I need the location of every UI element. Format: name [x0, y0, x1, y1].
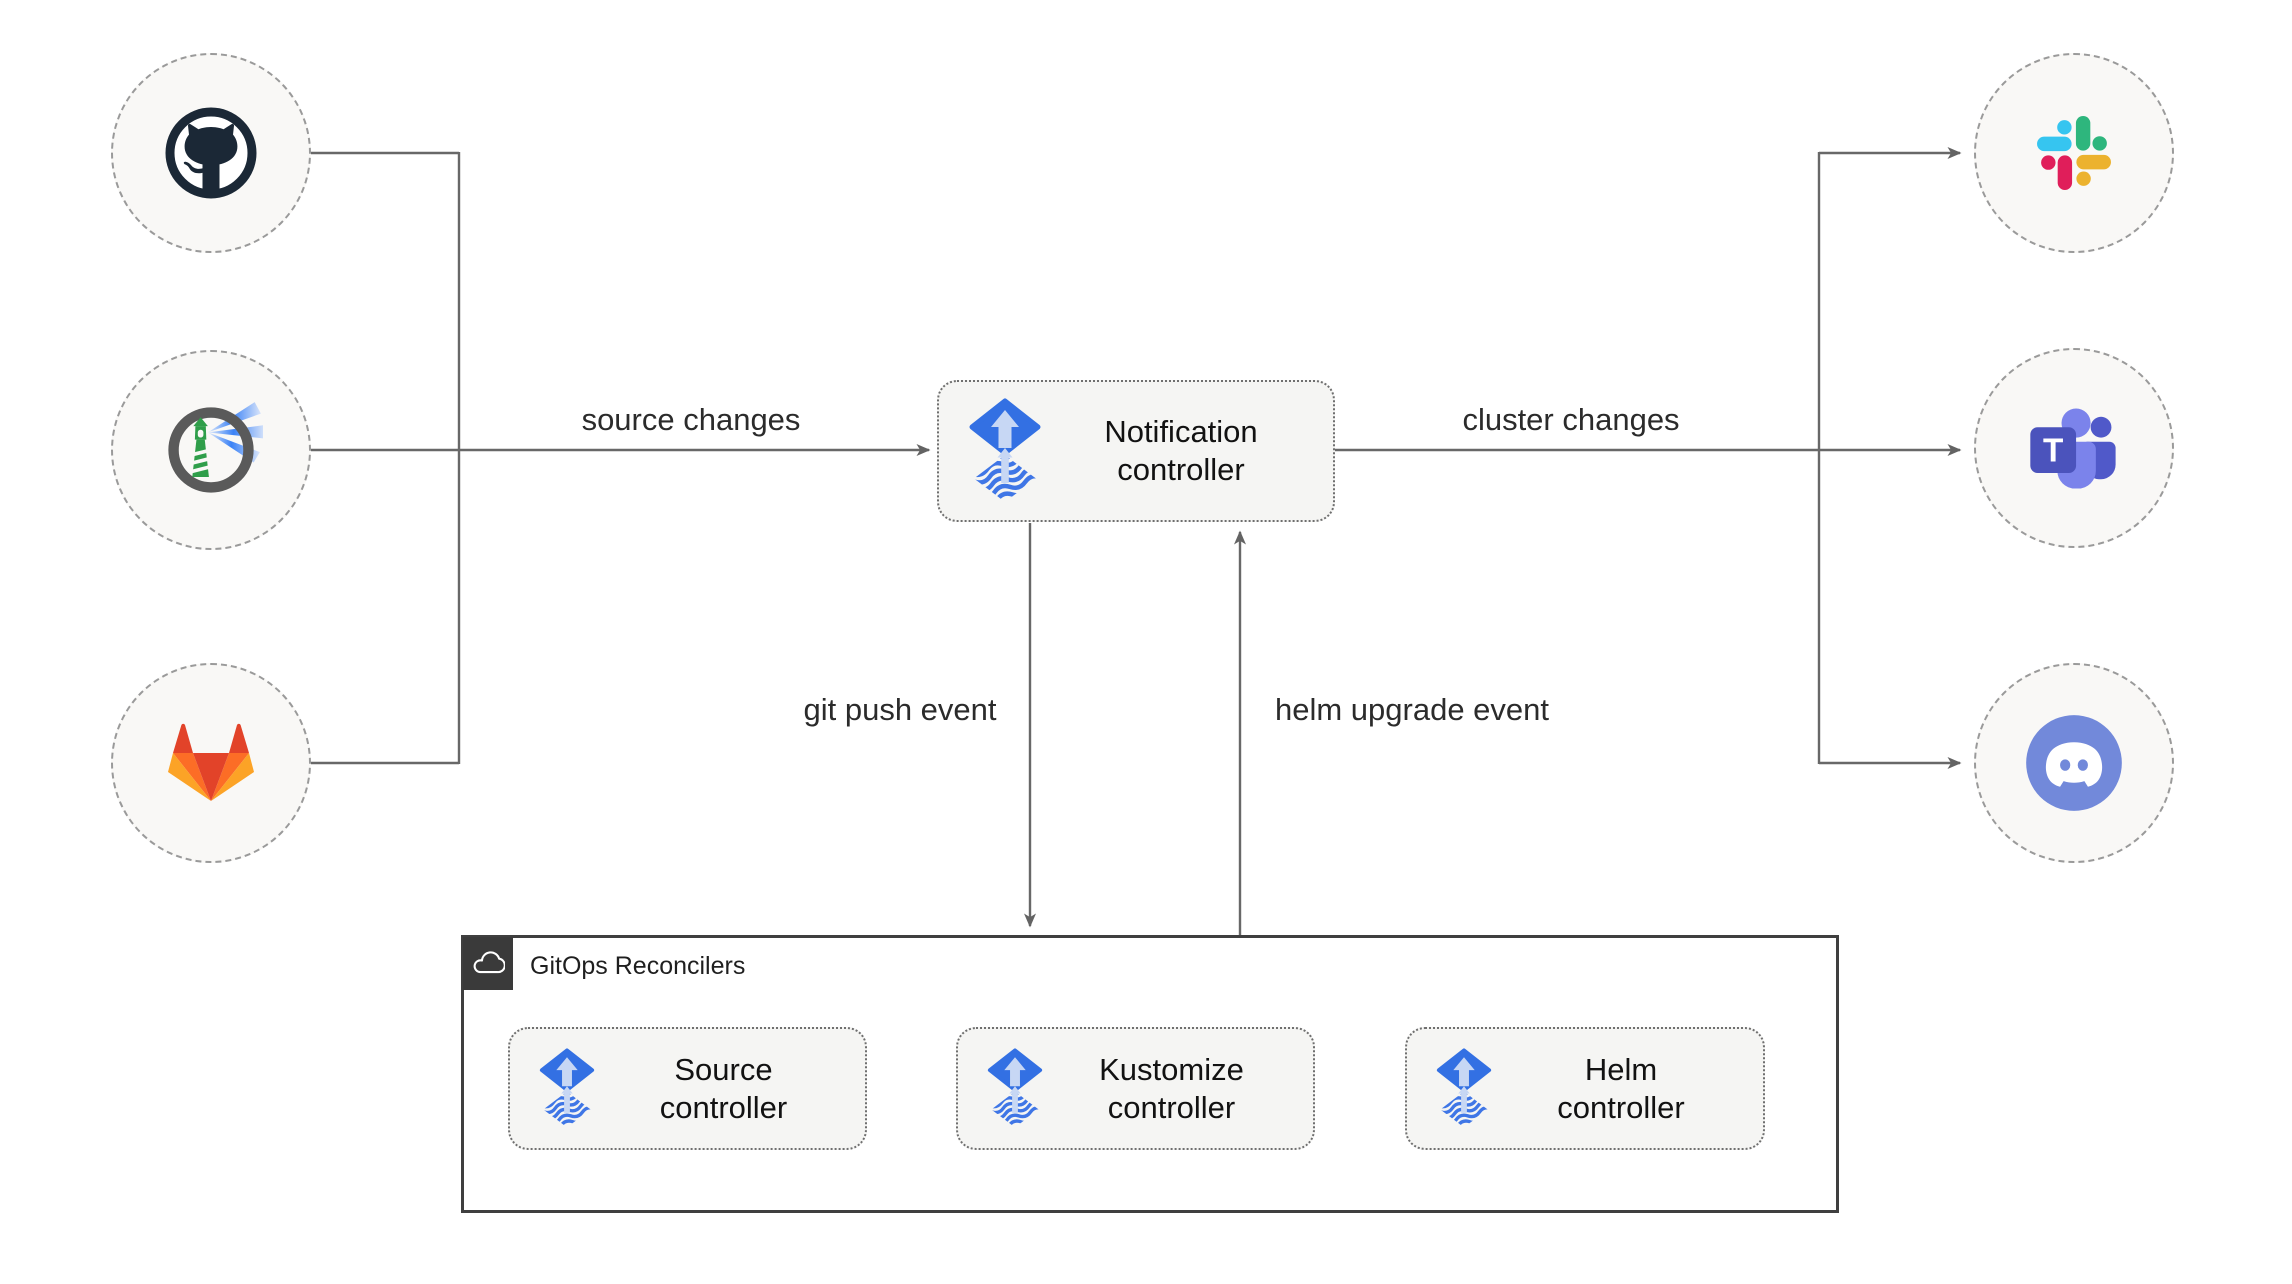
edge-label-helm-upgrade-event: helm upgrade event: [1274, 692, 1550, 727]
source-controller-box: Source controller: [508, 1027, 867, 1150]
discord-icon: [2026, 715, 2122, 811]
harbor-node: [111, 350, 311, 550]
discord-node: [1974, 663, 2174, 863]
slack-icon: [2037, 116, 2111, 190]
kustomize-controller-box: Kustomize controller: [956, 1027, 1315, 1150]
github-icon: [165, 107, 257, 199]
notification-controller-box: Notification controller: [937, 380, 1335, 522]
notification-controller-label: Notification controller: [1104, 414, 1258, 487]
harbor-icon: [168, 402, 263, 493]
group-title: GitOps Reconcilers: [530, 952, 746, 980]
svg-text:T: T: [2043, 433, 2063, 470]
flux-icon: [967, 398, 1043, 504]
source-join-lines: [311, 151, 461, 765]
cloud-icon: [473, 950, 505, 973]
gitlab-icon: [168, 723, 254, 801]
target-join-lines: [1335, 152, 1821, 764]
edge-label-cluster-changes: cluster changes: [1462, 402, 1680, 437]
teams-icon: T: [2030, 408, 2116, 489]
source-controller-label: Source controller: [659, 1051, 788, 1125]
edge-label-source-changes: source changes: [581, 402, 801, 437]
group-tab: [463, 937, 513, 990]
gitlab-node: [111, 663, 311, 863]
slack-node: [1974, 53, 2174, 253]
helm-controller-box: Helm controller: [1405, 1027, 1765, 1150]
kustomize-controller-label: Kustomize controller: [1099, 1051, 1244, 1125]
helm-controller-label: Helm controller: [1557, 1051, 1685, 1125]
github-node: [111, 53, 311, 253]
edge-label-git-push-event: git push event: [803, 692, 997, 727]
flux-icon: [986, 1048, 1044, 1129]
flux-icon: [538, 1048, 596, 1129]
teams-node: T: [1974, 348, 2174, 548]
flux-icon: [1435, 1048, 1493, 1129]
